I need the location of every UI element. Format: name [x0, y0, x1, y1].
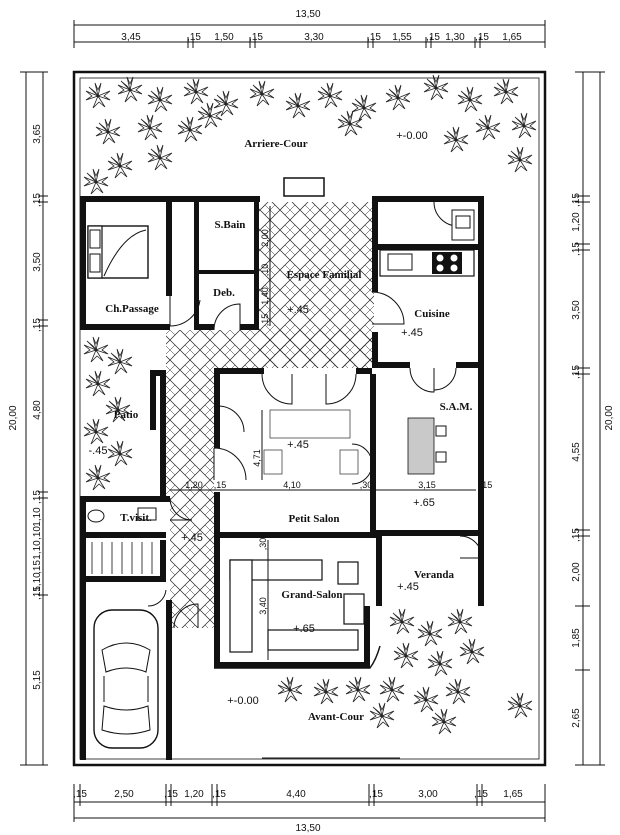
bottom-dim-9: ,15 — [474, 789, 488, 800]
right-dim-7: ,15 — [571, 528, 582, 542]
right-dim-10: 2,65 — [571, 708, 582, 728]
level-espace-familial: +.45 — [287, 304, 309, 316]
left-dim-5: 4,80 — [32, 400, 43, 420]
level-grand-salon: +.65 — [293, 623, 315, 635]
top-dim-1: 3,45 — [121, 32, 141, 43]
right-dim-4: 3,50 — [571, 300, 582, 320]
label-s-bain: S.Bain — [215, 219, 246, 231]
top-dim-7: 1,55 — [392, 32, 412, 43]
bottom-dim-10: 1,65 — [503, 789, 523, 800]
left-dim-9: 1,10 — [32, 540, 43, 560]
top-dim-3: 1,50 — [214, 32, 234, 43]
level-t-visit: +.45 — [181, 532, 203, 544]
label-deb: Deb. — [213, 287, 235, 299]
bottom-dimension-chain: ,15 2,50 ,15 1,20 ,15 4,40 ,15 3,00 ,15 … — [73, 784, 546, 834]
bottom-dim-5: ,15 — [212, 789, 226, 800]
label-ch-passage: Ch.Passage — [105, 303, 159, 315]
left-dim-13: 5,15 — [32, 670, 43, 690]
bottom-dim-4: 1,20 — [184, 789, 204, 800]
level-cuisine: +.45 — [401, 327, 423, 339]
tiled-floor — [166, 202, 374, 628]
label-t-visit: T.visit. — [120, 512, 152, 524]
dim-salon-a: ,30 — [258, 538, 268, 551]
left-dim-8: ,10 — [32, 526, 43, 540]
right-dim-8: 2,00 — [571, 562, 582, 582]
right-total-dim: 20,00 — [604, 405, 615, 430]
top-dim-6: ,15 — [367, 32, 381, 43]
left-dim-6: ,15 — [32, 490, 43, 504]
dim-row-f: ,15 — [480, 480, 493, 490]
label-petit-salon: Petit Salon — [288, 513, 339, 525]
dim-fam-b: ,15 — [260, 314, 270, 327]
car-icon — [93, 609, 159, 749]
left-dim-12: ,15 — [32, 586, 43, 600]
level-petit-salon: +.65 — [413, 497, 435, 509]
left-dim-1: 3,65 — [32, 124, 43, 144]
dim-row-b: ,15 — [214, 480, 227, 490]
top-total-dim: 13,50 — [295, 9, 320, 20]
right-dim-2: 1,20 — [571, 212, 582, 232]
dim-row-a: 1,20 — [185, 480, 203, 490]
dim-row-e: 3,15 — [418, 480, 436, 490]
left-dim-10: ,15 — [32, 560, 43, 574]
bottom-total-dim: 13,50 — [295, 823, 320, 834]
dim-fam-a: 1,40 — [260, 287, 270, 305]
left-dim-11: 1,10 — [32, 572, 43, 592]
dim-bain-h: 2,00 — [260, 229, 270, 247]
right-dim-6: 4,55 — [571, 442, 582, 462]
label-avant-cour: Avant-Cour — [308, 711, 364, 723]
dim-row-c: 4,10 — [283, 480, 301, 490]
left-dim-4: ,15 — [32, 318, 43, 332]
vegetation-rear-courtyard — [83, 74, 537, 195]
top-dim-4: ,15 — [249, 32, 263, 43]
walls — [80, 177, 484, 760]
label-grand-salon: Grand-Salon — [281, 589, 342, 601]
site-boundary — [72, 70, 547, 767]
bottom-dim-2: 2,50 — [114, 789, 134, 800]
top-dim-5: 3,30 — [304, 32, 324, 43]
dim-hall-h: 4,71 — [252, 449, 262, 467]
label-patio: Patio — [114, 409, 139, 421]
dim-deb-h: ,10 — [260, 264, 270, 277]
label-sam: S.A.M. — [440, 401, 473, 413]
furniture — [87, 209, 475, 759]
label-veranda: Veranda — [414, 569, 454, 581]
right-dimension-chain: ,15 1,20 ,15 3,50 ,15 4,55 ,15 2,00 1,85… — [571, 71, 615, 766]
top-dim-9: 1,30 — [445, 32, 465, 43]
label-espace-familial: Espace Familial — [287, 269, 362, 281]
top-dim-11: 1,65 — [502, 32, 522, 43]
level-hall: +.45 — [287, 439, 309, 451]
bottom-dim-6: 4,40 — [286, 789, 306, 800]
dim-salon-b: 3,40 — [258, 597, 268, 615]
right-dim-5: ,15 — [571, 365, 582, 379]
bottom-dim-1: ,15 — [73, 789, 87, 800]
bottom-dim-7: ,15 — [369, 789, 383, 800]
top-dim-8: ,15 — [426, 32, 440, 43]
right-dim-9: 1,85 — [571, 628, 582, 648]
bottom-dim-3: ,15 — [164, 789, 178, 800]
dim-row-d: ,30 — [360, 480, 373, 490]
inner-dimensions: 2,00 ,10 1,40 ,15 4,71 1,20 ,15 4,10 ,30… — [170, 206, 492, 660]
left-dim-2: ,15 — [32, 193, 43, 207]
room-labels: Arriere-Cour Ch.Passage S.Bain Deb. Espa… — [105, 138, 472, 723]
top-dim-2: ,15 — [187, 32, 201, 43]
label-arriere-cour: Arriere-Cour — [244, 138, 307, 150]
top-dimension-chain: 13,50 3,45 ,15 1,50 ,15 3,30 ,15 1,55 ,1… — [73, 9, 546, 48]
level-patio: -.45 — [89, 445, 108, 457]
left-total-dim: 20,00 — [8, 405, 19, 430]
level-veranda: +.45 — [397, 581, 419, 593]
right-dim-1: ,15 — [571, 193, 582, 207]
level-avant-cour: +-0.00 — [227, 695, 259, 707]
right-dim-3: ,15 — [571, 242, 582, 256]
level-marks: +-0.00 +.45 +.45 -.45 +.45 +.65 +.45 +.4… — [89, 130, 435, 707]
left-dim-7: 1,10 — [32, 507, 43, 527]
left-dim-3: 3,50 — [32, 252, 43, 272]
bottom-dim-8: 3,00 — [418, 789, 438, 800]
top-dim-10: ,15 — [475, 32, 489, 43]
label-cuisine: Cuisine — [414, 308, 450, 320]
level-arriere-cour: +-0.00 — [396, 130, 428, 142]
left-dimension-chain: 20,00 3,65 ,15 3,50 ,15 4,80 ,15 1,10 ,1… — [8, 71, 48, 766]
